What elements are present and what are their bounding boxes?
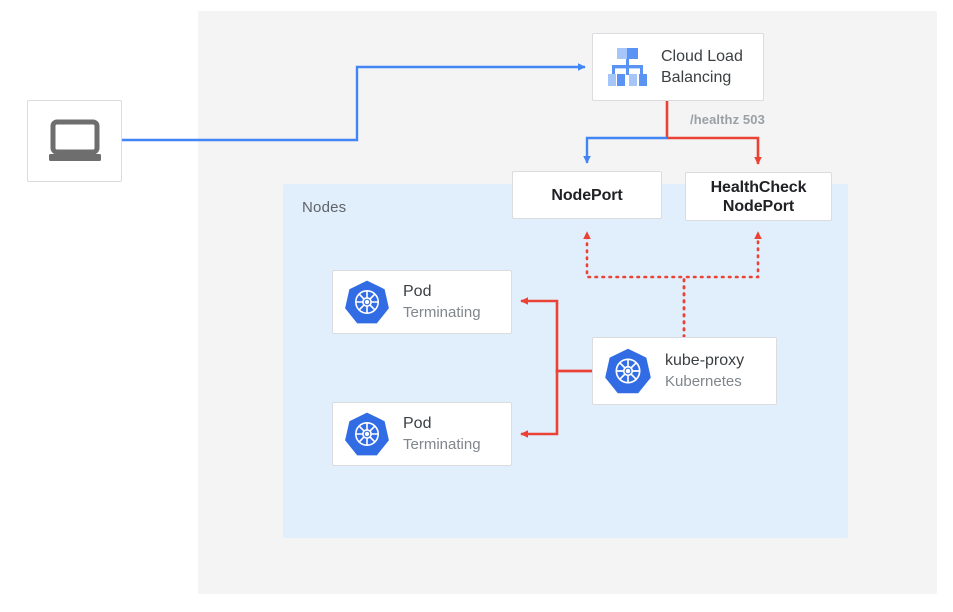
nodeport-node[interactable]: NodePort — [512, 171, 662, 219]
healthcheck-nodeport-label: HealthCheck NodePort — [711, 178, 807, 216]
pod-1-labels: Pod Terminating — [403, 281, 481, 323]
kube-proxy-subtitle: Kubernetes — [665, 373, 742, 390]
cloud-load-balancing-labels: Cloud Load Balancing — [661, 46, 743, 88]
healthz-annotation: /healthz 503 — [690, 112, 765, 127]
pod-node-2[interactable]: Pod Terminating — [332, 402, 512, 466]
pod-node-1[interactable]: Pod Terminating — [332, 270, 512, 334]
pod-2-title: Pod — [403, 415, 432, 432]
healthcheck-nodeport-line-1: HealthCheck — [710, 178, 807, 196]
kubernetes-icon — [603, 346, 653, 396]
client-laptop-node[interactable] — [27, 100, 122, 182]
cloud-load-balancing-subtitle: Balancing — [661, 69, 732, 86]
kubernetes-icon — [343, 410, 391, 458]
nodes-region-label: Nodes — [302, 199, 347, 216]
cloud-load-balancing-icon — [605, 46, 649, 88]
pod-1-status: Terminating — [403, 304, 481, 321]
cloud-load-balancing-title: Cloud Load — [661, 48, 743, 65]
healthcheck-nodeport-line-2: NodePort — [722, 197, 795, 215]
nodeport-label: NodePort — [551, 186, 623, 204]
healthcheck-nodeport-node[interactable]: HealthCheck NodePort — [685, 172, 832, 221]
kube-proxy-labels: kube-proxy Kubernetes — [665, 350, 744, 392]
pod-1-title: Pod — [403, 283, 432, 300]
kubernetes-icon — [343, 278, 391, 326]
kube-proxy-node[interactable]: kube-proxy Kubernetes — [592, 337, 777, 405]
pod-2-labels: Pod Terminating — [403, 413, 481, 455]
cloud-load-balancing-node[interactable]: Cloud Load Balancing — [592, 33, 764, 101]
laptop-icon — [46, 118, 104, 164]
pod-2-status: Terminating — [403, 436, 481, 453]
kube-proxy-title: kube-proxy — [665, 352, 745, 369]
